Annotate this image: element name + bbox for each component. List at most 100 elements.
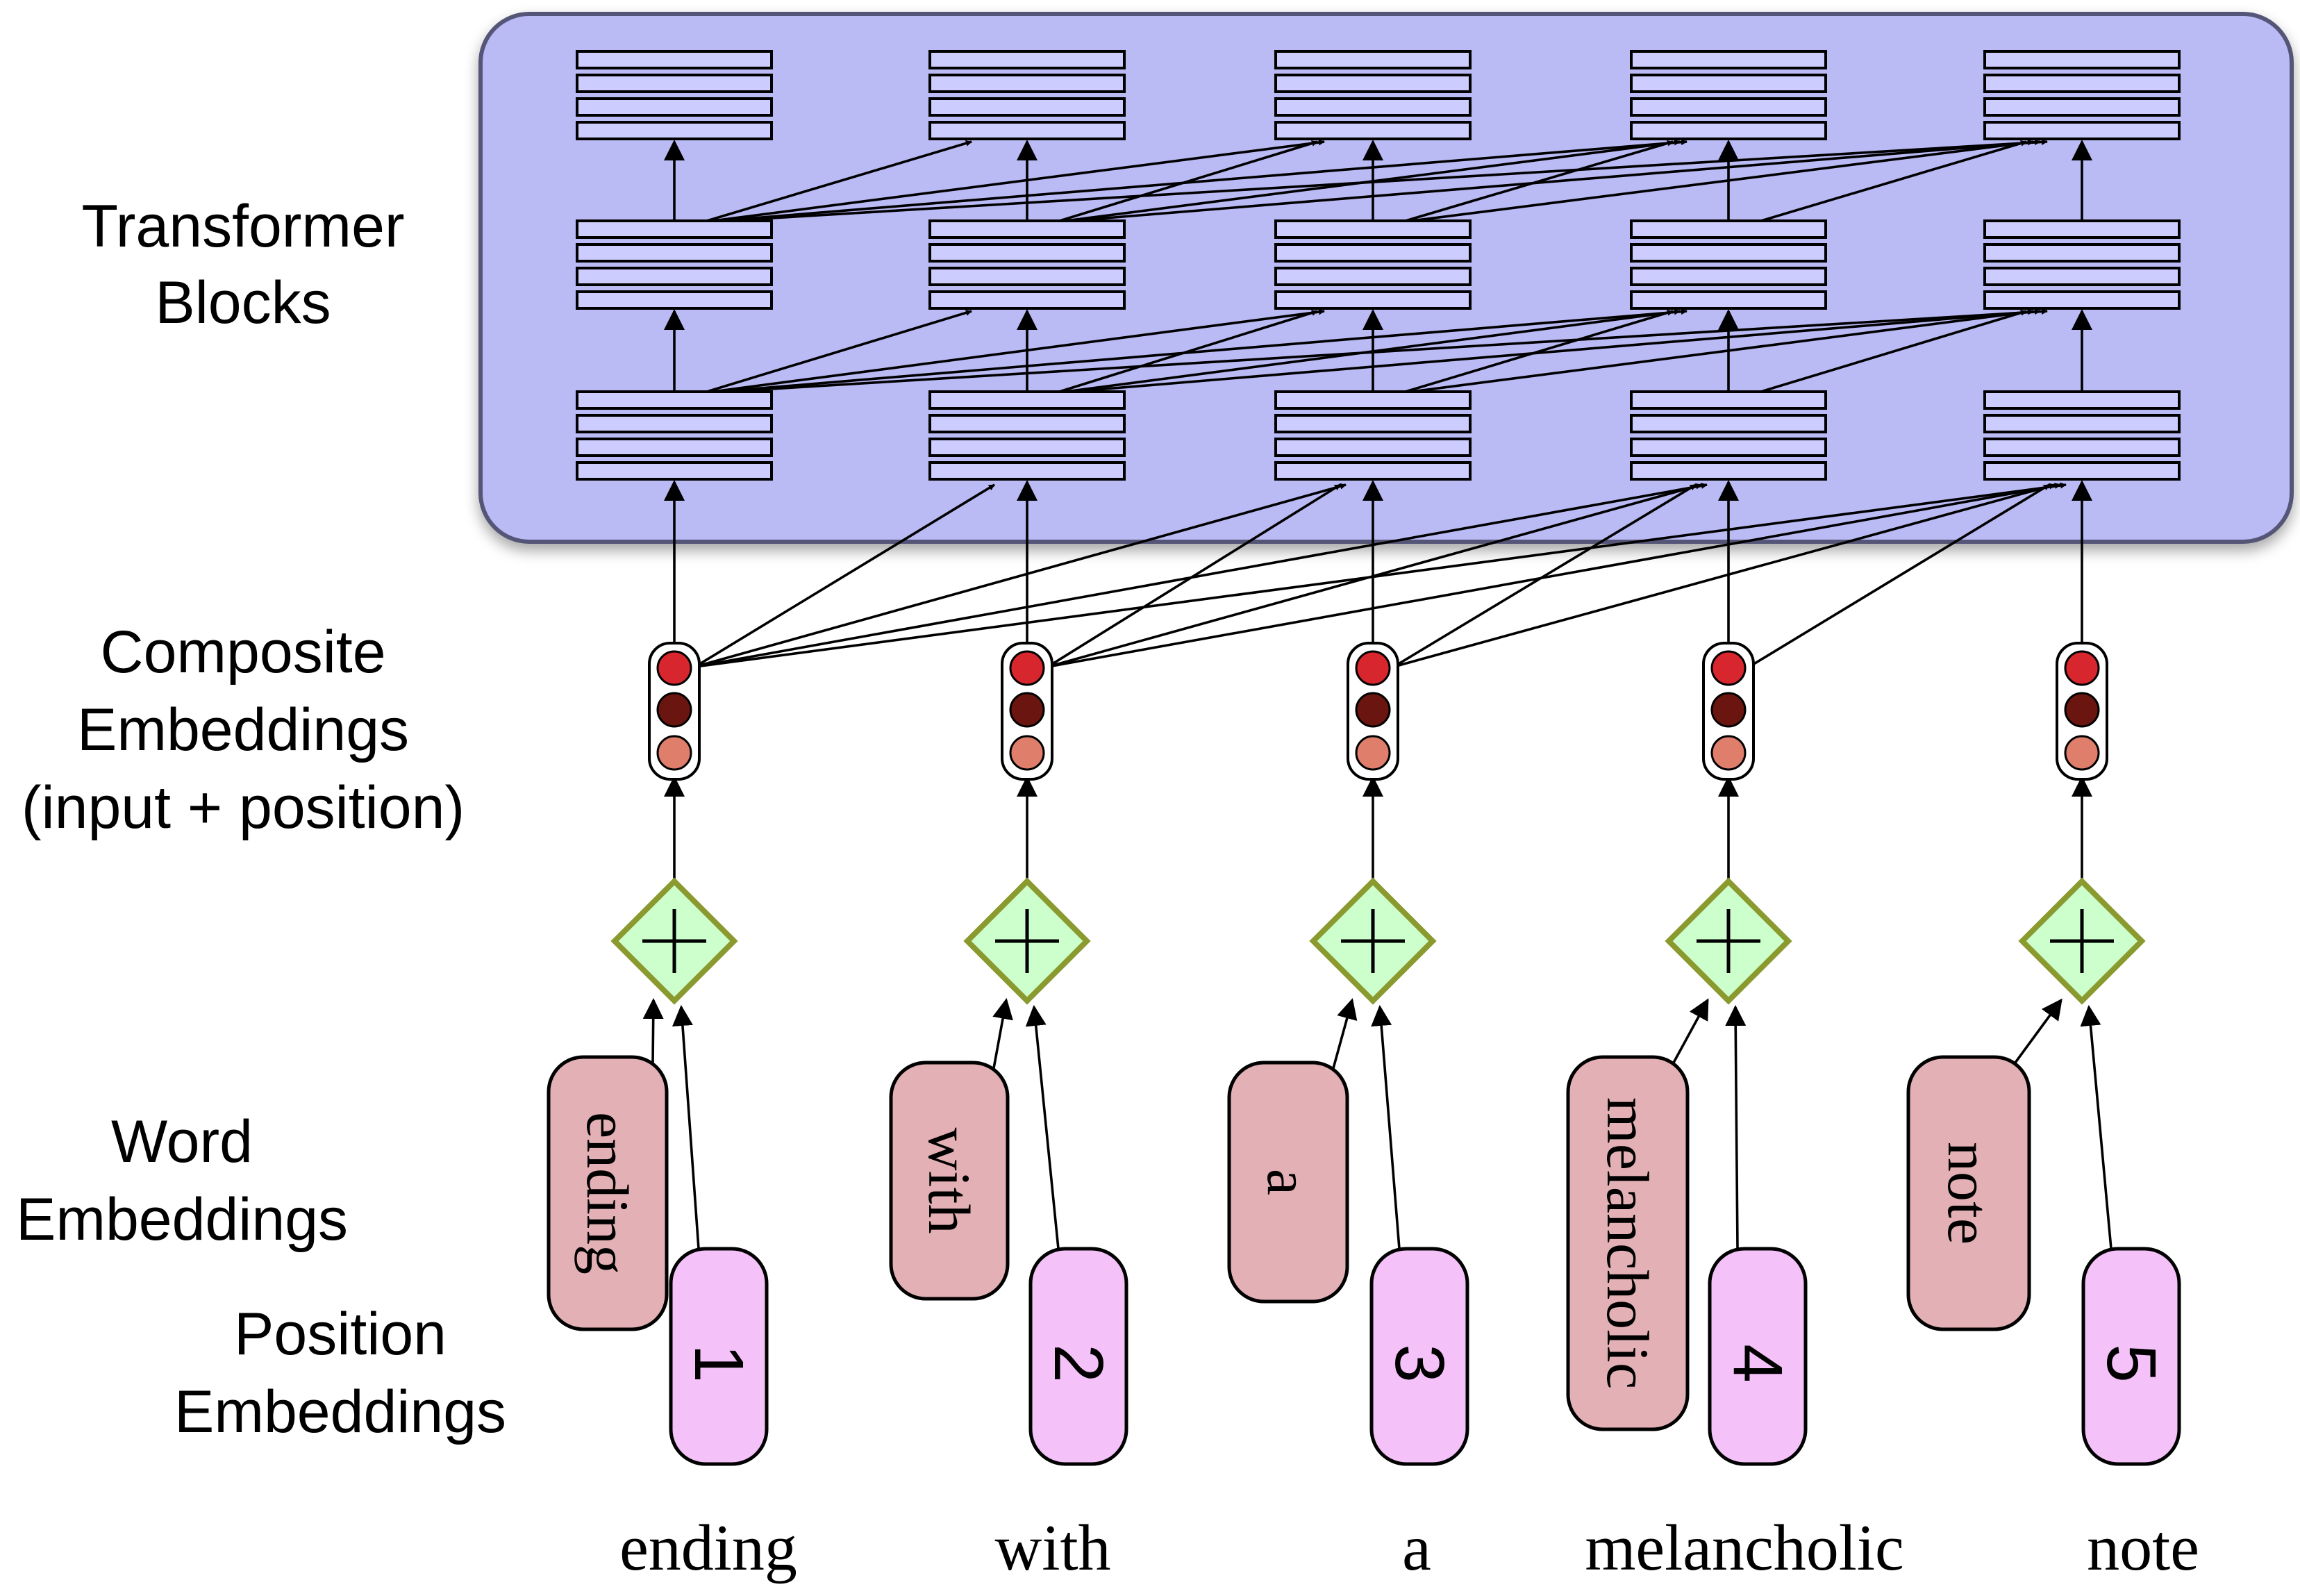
block-bar <box>1630 390 1827 410</box>
arrow <box>694 483 1347 668</box>
arrow <box>2080 1005 2112 1249</box>
composite-dot <box>656 735 692 771</box>
block-bar <box>1274 267 1472 286</box>
arrow <box>1047 483 1702 668</box>
arrow <box>1371 1005 1401 1249</box>
arrow <box>1400 308 2034 394</box>
block-bar <box>1630 219 1827 239</box>
plus-node-icon <box>1665 877 1792 1005</box>
composite-dot <box>1355 735 1391 771</box>
arrow <box>701 139 1325 224</box>
transformer-block <box>1274 219 1472 310</box>
block-bar <box>928 267 1126 286</box>
position-embedding-label: 1 <box>680 1344 758 1383</box>
block-bar <box>576 121 773 140</box>
arrow <box>701 310 972 394</box>
transformer-block <box>1983 50 2181 140</box>
composite-dot <box>2064 692 2100 728</box>
connection-arrows <box>642 138 2112 1249</box>
block-bar <box>928 219 1126 239</box>
position-embedding-label: 5 <box>2092 1344 2170 1383</box>
composite-dot <box>2064 735 2100 771</box>
block-bar <box>1630 438 1827 457</box>
transformer-block <box>1274 50 1472 140</box>
transformer-block <box>576 390 773 481</box>
block-bar <box>928 97 1126 117</box>
block-bar <box>1274 74 1472 93</box>
block-bar <box>1983 121 2181 140</box>
composite-label-line2: Embeddings <box>77 697 409 763</box>
composite-embeddings <box>648 642 2108 781</box>
plus-node-icon <box>610 877 738 1005</box>
transformer-block <box>1630 50 1827 140</box>
arrow <box>694 483 1708 668</box>
arrow <box>1054 308 2041 394</box>
block-bar <box>928 390 1126 410</box>
composite-dot <box>1710 735 1747 771</box>
block-bar <box>1630 414 1827 433</box>
block-bar <box>1274 121 1472 140</box>
word-embedding-box <box>889 1061 1010 1301</box>
block-bar <box>576 97 773 117</box>
block-bar <box>1274 438 1472 457</box>
word-embedding: with <box>889 1061 1010 1301</box>
token-word-5: note <box>2087 1512 2199 1584</box>
transformer-block <box>576 50 773 140</box>
block-bar <box>576 74 773 93</box>
composite-dot <box>1710 650 1747 686</box>
arrow <box>1025 1005 1060 1249</box>
plus-node-icon <box>1309 877 1437 1005</box>
word-embedding: ending <box>547 1055 669 1331</box>
block-bar <box>1274 390 1472 410</box>
block-bar <box>1630 243 1827 263</box>
transformer-label-line1: Transformer <box>81 193 404 260</box>
arrow <box>1725 1005 1747 1249</box>
block-bar <box>928 243 1126 263</box>
block-bar <box>576 290 773 310</box>
composite-embedding <box>1702 642 1755 781</box>
transformer-block <box>1630 390 1827 481</box>
composite-dot <box>1710 692 1747 728</box>
composite-embedding <box>2056 642 2108 781</box>
arrow <box>701 140 972 224</box>
transformer-block <box>1630 219 1827 310</box>
token-word-3: a <box>1402 1512 1431 1584</box>
token-word-1: ending <box>619 1512 797 1584</box>
arrow <box>1672 998 1709 1063</box>
composite-dot <box>656 650 692 686</box>
block-bar <box>1630 461 1827 481</box>
transformer-block <box>1983 390 2181 481</box>
transformer-block <box>1983 219 2181 310</box>
block-bar <box>1274 219 1472 239</box>
word-embedding-label: a <box>1255 1169 1322 1195</box>
block-bar <box>928 290 1126 310</box>
position-embedding-box <box>1369 1247 1469 1466</box>
position-embedding-box <box>1708 1247 1808 1466</box>
block-bar <box>1983 97 2181 117</box>
word-embedding: a <box>1227 1061 1349 1304</box>
block-bar <box>928 50 1126 69</box>
arrow <box>1054 140 1318 224</box>
arrow <box>1047 483 1341 668</box>
block-bar <box>1983 390 2181 410</box>
plus-nodes <box>610 877 2146 1005</box>
position-embedding-box <box>669 1247 769 1466</box>
arrow <box>701 308 1688 394</box>
composite-dot <box>1009 650 1045 686</box>
transformer-block <box>928 219 1126 310</box>
block-bar <box>1630 50 1827 69</box>
word-embeddings-label-line2: Embeddings <box>16 1186 348 1253</box>
block-bar <box>1983 74 2181 93</box>
transformer-block <box>928 50 1126 140</box>
block-bar <box>1983 243 2181 263</box>
composite-dot <box>1355 692 1391 728</box>
block-bar <box>1274 414 1472 433</box>
block-bar <box>1274 50 1472 69</box>
position-embedding-label: 2 <box>1040 1344 1117 1383</box>
composite-dot <box>1009 735 1045 771</box>
arrow <box>2014 998 2062 1064</box>
block-bar <box>1630 121 1827 140</box>
plus-node-icon <box>963 877 1091 1005</box>
block-bar <box>1630 74 1827 93</box>
